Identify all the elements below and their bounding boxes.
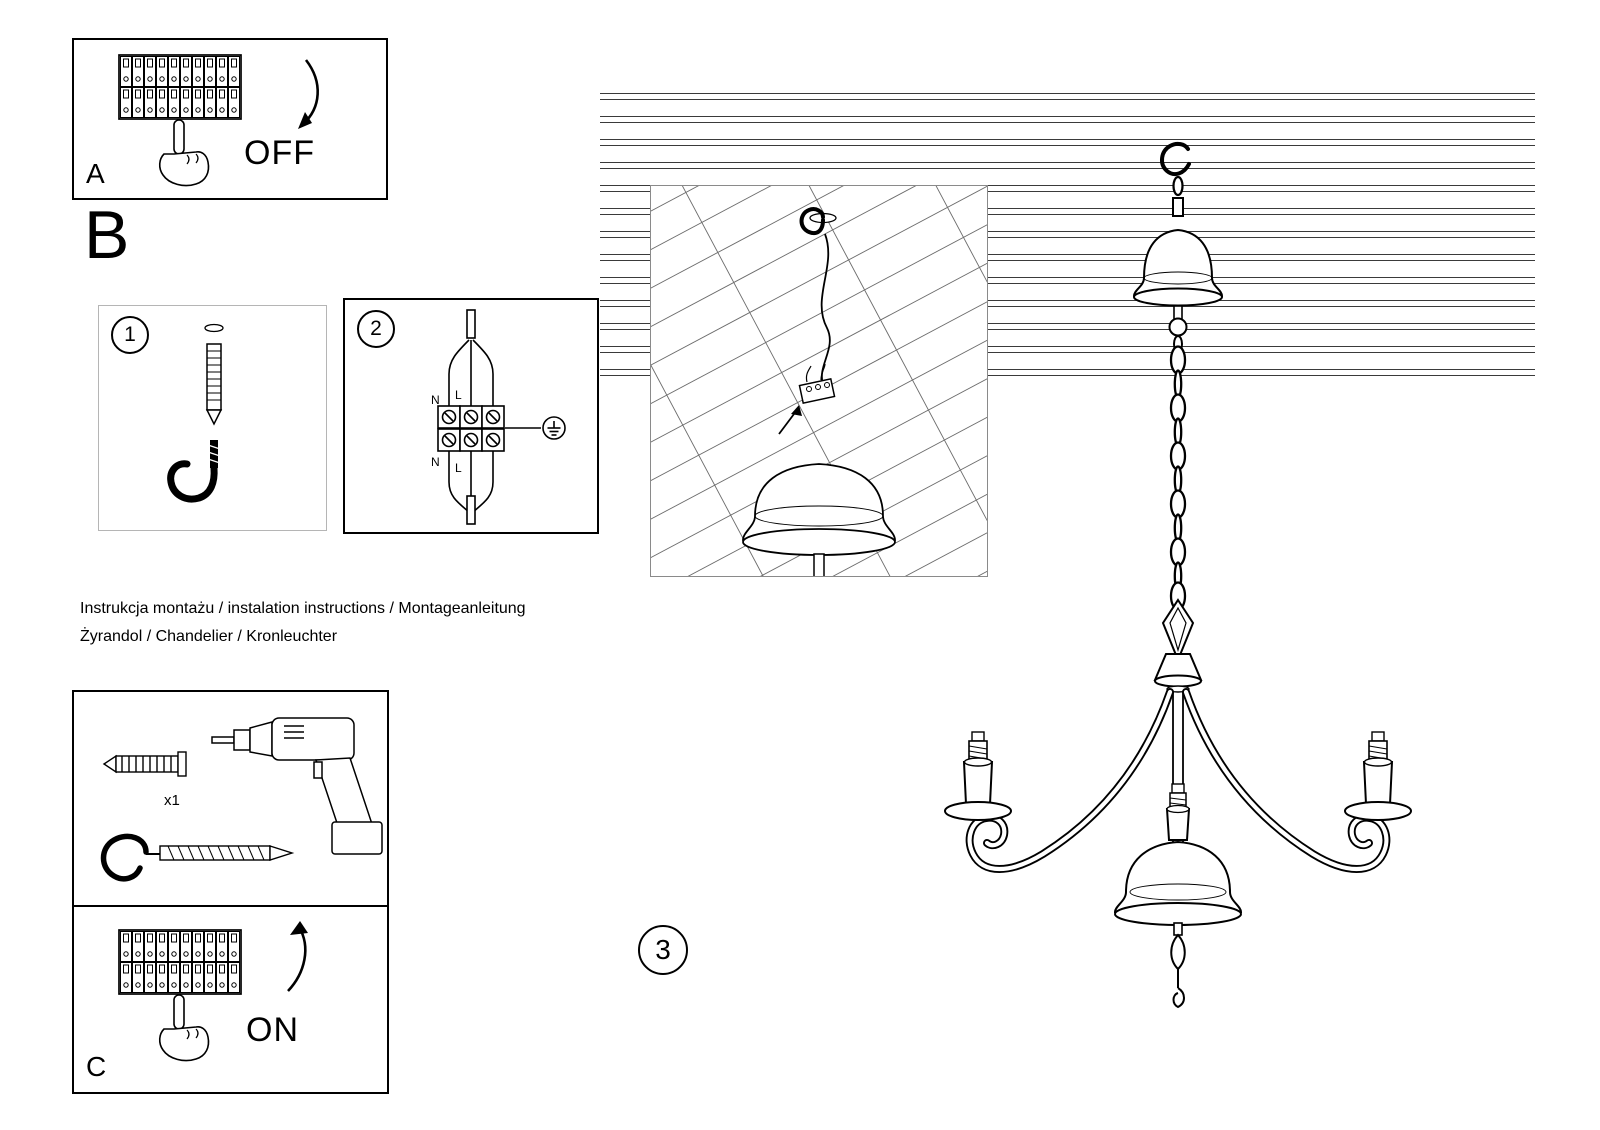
center-candle-socket <box>1165 783 1191 841</box>
hanging-wire <box>820 233 831 385</box>
breaker-panel-on-icon <box>118 929 242 1062</box>
hook-and-screw-icon <box>100 833 295 882</box>
panel-c-box: ON C <box>72 905 389 1094</box>
left-arm <box>965 688 1174 873</box>
breaker-row-top <box>120 931 240 962</box>
tools-box: x1 <box>72 690 389 909</box>
panel-a-label: A <box>86 158 105 189</box>
bottom-finial <box>1170 922 1186 1009</box>
breaker-row-top <box>120 56 240 87</box>
terminal-label-l-top: L <box>455 388 462 402</box>
terminal-label-l-bottom: L <box>455 461 462 475</box>
chandelier-drawing <box>944 141 1412 1009</box>
breaker-panel-off-icon <box>118 54 242 187</box>
wall-anchor-icon <box>204 323 224 426</box>
terminal-label-n-top: N <box>431 393 440 407</box>
hand-pointing-icon <box>158 994 210 1062</box>
terminal-connector <box>778 363 836 435</box>
breaker-row-bottom <box>120 962 240 993</box>
hand-pointing-icon <box>158 119 210 187</box>
step-1-box: 1 <box>98 305 327 531</box>
breaker-row-bottom <box>120 87 240 118</box>
right-arm <box>1182 688 1391 873</box>
terminal-label-n-bottom: N <box>431 455 440 469</box>
right-candle-socket <box>1344 731 1412 821</box>
ceiling-hook-icon <box>799 207 837 236</box>
product-title: Żyrandol / Chandelier / Kronleuchter <box>80 628 338 645</box>
canopy-cup <box>742 463 896 576</box>
drill-icon <box>211 717 383 855</box>
wiring-diagram-icon: N L N L <box>431 309 566 525</box>
curved-arrow-down-icon <box>298 59 319 129</box>
canopy-icon <box>1132 197 1224 353</box>
off-label: OFF <box>244 134 315 172</box>
panel-a-box: OFF A <box>72 38 388 200</box>
wall-plug-icon <box>102 751 187 777</box>
instructions-title: Instrukcja montażu / instalation instruc… <box>80 600 526 617</box>
ceiling-mount-illustration <box>651 186 987 576</box>
ceiling-hook-icon <box>1160 141 1191 197</box>
ceiling-hook-icon <box>167 440 221 503</box>
curved-arrow-up-icon <box>287 921 308 992</box>
on-label: ON <box>246 1011 299 1049</box>
center-bell <box>1113 840 1243 926</box>
left-candle-socket <box>944 731 1012 821</box>
ceiling-inset <box>650 185 988 577</box>
step-3-number: 3 <box>638 925 688 975</box>
chain <box>1169 345 1187 611</box>
anchor-and-hook-icon <box>167 323 224 503</box>
step-1-number: 1 <box>111 316 149 354</box>
tools-illustration <box>100 717 383 882</box>
quantity-label: x1 <box>164 792 180 809</box>
section-b-label: B <box>84 197 130 273</box>
step-2-number: 2 <box>357 310 395 348</box>
hanger-cone <box>1153 598 1203 693</box>
step-2-box: 2 <box>343 298 599 534</box>
panel-c-label: C <box>86 1051 107 1082</box>
ground-symbol-icon <box>505 416 566 440</box>
